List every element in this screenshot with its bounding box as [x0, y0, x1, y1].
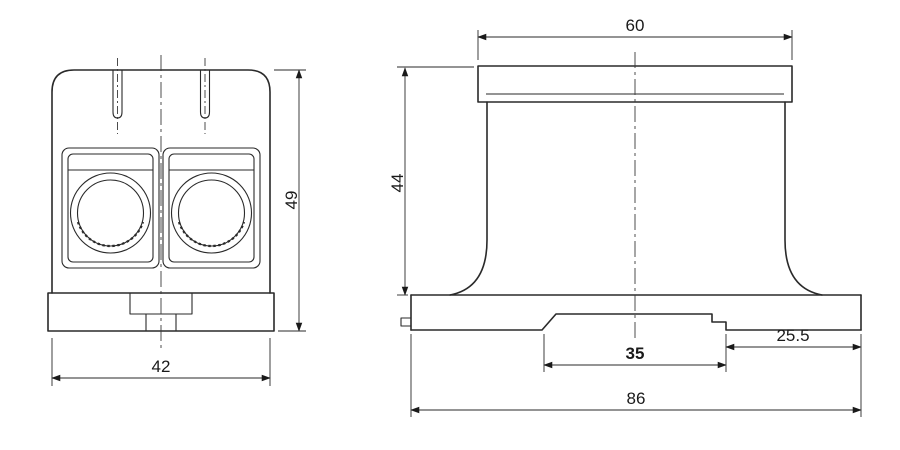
dim-side-top-width: 60: [477, 16, 793, 60]
dim-side-height-label: 44: [388, 174, 407, 193]
dim-front-height: 49: [274, 69, 306, 332]
dim-rail-span-label: 35: [626, 344, 645, 363]
front-window-right-inner: [168, 153, 255, 263]
front-view: [47, 55, 275, 348]
front-clamp-left-outer-circle: [69, 172, 152, 254]
dim-rail-right-offset-label: 25.5: [776, 326, 809, 345]
dim-base-width: 86: [410, 334, 862, 417]
dim-side-height: 44: [388, 66, 474, 296]
dim-front-width: 42: [51, 338, 271, 386]
dim-base-width-label: 86: [627, 389, 646, 408]
dim-rail-span: 35: [543, 334, 727, 372]
side-body-right: [784, 101, 823, 296]
front-window-left-outer: [61, 147, 160, 269]
front-clamp-right-serration: [177, 221, 246, 248]
side-clip-tab: [400, 317, 411, 327]
front-clamp-left-inner-circle: [76, 179, 145, 247]
dim-front-height-label: 49: [282, 191, 301, 210]
front-window-left-inner: [67, 153, 154, 263]
dim-rail-right-offset: 25.5: [725, 326, 862, 351]
front-clamp-right-inner-circle: [177, 179, 246, 247]
dim-side-top-width-label: 60: [626, 16, 645, 35]
side-base-bottom-profile: [410, 313, 862, 331]
front-clamp-right-outer-circle: [170, 172, 253, 254]
side-view: [400, 52, 862, 342]
front-base-center-tab: [129, 293, 193, 315]
front-clamp-left-serration: [76, 221, 145, 248]
side-body-left: [449, 101, 488, 296]
front-window-right-outer: [162, 147, 261, 269]
dimensions: 49 42 60 44: [51, 16, 862, 417]
dim-front-width-label: 42: [152, 357, 171, 376]
